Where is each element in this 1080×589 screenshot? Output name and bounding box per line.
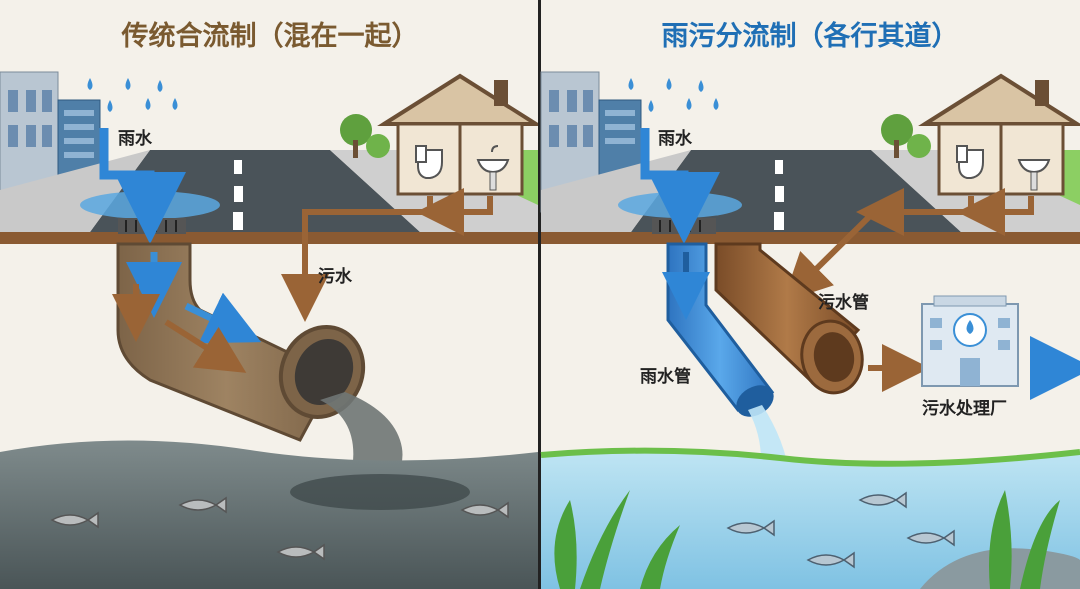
- right-rain-pipe-label: 雨水管: [640, 367, 691, 387]
- panel-divider: [538, 0, 541, 589]
- right-seaweed: [554, 490, 1060, 589]
- right-clean-river: [541, 450, 1080, 589]
- left-sewage-arrow: [281, 196, 433, 322]
- right-fish: [726, 491, 955, 569]
- left-fish: [50, 496, 509, 561]
- right-rain-arrow: [640, 128, 720, 244]
- right-rain-label: 雨水: [658, 129, 692, 149]
- left-rain-arrow: [99, 128, 186, 244]
- left-dirty-river: [0, 440, 538, 589]
- plant-label: 污水处理厂: [922, 399, 1007, 419]
- right-panel: [540, 0, 1080, 589]
- left-tree: [340, 114, 372, 146]
- right-sewage-pipe: [714, 242, 864, 395]
- right-sewage-arrow: [782, 213, 873, 302]
- left-sewage-label: 污水: [318, 267, 352, 287]
- right-title: 雨污分流制（各行其道）: [661, 21, 959, 52]
- left-rain-drops: [87, 78, 178, 112]
- left-rain-label: 雨水: [118, 129, 152, 149]
- left-panel: [0, 0, 543, 589]
- right-rain-drops: [628, 78, 719, 112]
- right-drain-grate: [652, 218, 716, 234]
- left-title: 传统合流制（混在一起）: [121, 21, 419, 52]
- left-ground-line: [0, 232, 538, 244]
- left-house: [377, 73, 543, 196]
- treatment-plant: [921, 295, 1019, 387]
- right-sewage-pipe-label: 污水管: [818, 293, 869, 313]
- right-house: [918, 73, 1080, 196]
